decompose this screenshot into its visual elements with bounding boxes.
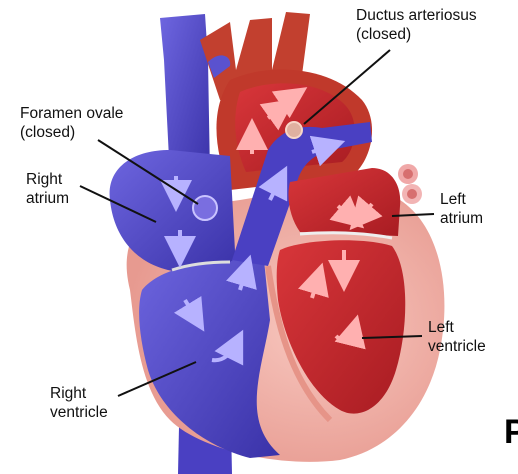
foramen-ovale: [193, 196, 217, 220]
label-right-ventricle-line2: ventricle: [50, 403, 108, 422]
label-foramen-line1: Foramen ovale: [20, 104, 123, 123]
cropped-page-letter: P: [504, 412, 518, 452]
label-left-atrium-line1: Left: [440, 190, 483, 209]
label-right-atrium-line1: Right: [26, 170, 69, 189]
label-left-ventricle-line1: Left: [428, 318, 486, 337]
label-foramen-ovale: Foramen ovale (closed): [20, 104, 123, 142]
label-right-ventricle-line1: Right: [50, 384, 108, 403]
label-left-ventricle: Left ventricle: [428, 318, 486, 356]
label-right-ventricle: Right ventricle: [50, 384, 108, 422]
label-right-atrium-line2: atrium: [26, 189, 69, 208]
ductus-arteriosus: [286, 122, 302, 138]
label-ductus-arteriosus: Ductus arteriosus (closed): [356, 6, 477, 44]
label-ductus-line2: (closed): [356, 25, 477, 44]
label-right-atrium: Right atrium: [26, 170, 69, 208]
label-left-ventricle-line2: ventricle: [428, 337, 486, 356]
label-left-atrium: Left atrium: [440, 190, 483, 228]
label-ductus-line1: Ductus arteriosus: [356, 6, 477, 25]
label-left-atrium-line2: atrium: [440, 209, 483, 228]
label-foramen-line2: (closed): [20, 123, 123, 142]
